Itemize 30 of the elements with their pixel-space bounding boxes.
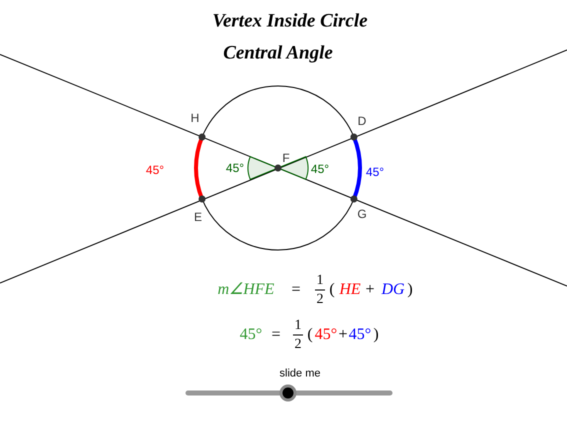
formula-term: DG xyxy=(381,282,405,298)
formula-term: = xyxy=(271,327,281,343)
slider-label: slide me xyxy=(280,368,320,380)
formula-term: 2 xyxy=(294,338,302,352)
formula-term: ) xyxy=(407,282,413,298)
formula-term: = xyxy=(291,282,301,298)
point-label: E xyxy=(194,211,202,223)
formula-term: ( xyxy=(329,282,335,298)
formula-term: 45° xyxy=(314,327,338,343)
point-label: D xyxy=(358,115,366,127)
formula-term: 45° xyxy=(240,327,262,343)
formula-term: + xyxy=(365,282,375,298)
point-label: H xyxy=(190,112,200,124)
formula-term: 45° xyxy=(348,327,372,343)
formula-term: HE xyxy=(339,282,361,298)
formula-term: ( xyxy=(307,327,313,343)
formula-term: ) xyxy=(373,327,379,343)
subtitle: Central Angle xyxy=(223,44,333,62)
formula-term: m∠HFE xyxy=(218,282,274,298)
formula-term: + xyxy=(338,327,348,343)
title: Vertex Inside Circle xyxy=(212,12,368,30)
point-label: F xyxy=(282,152,290,164)
arc-measure: 45° xyxy=(146,164,164,176)
formula-term: 1 xyxy=(316,274,324,288)
arc-measure: 45° xyxy=(366,166,384,178)
formula-term: 1 xyxy=(294,319,302,333)
angle-measure: 45° xyxy=(310,163,330,175)
angle-measure: 45° xyxy=(226,162,244,174)
formula-term: 2 xyxy=(316,293,324,307)
point-label: G xyxy=(357,208,367,220)
